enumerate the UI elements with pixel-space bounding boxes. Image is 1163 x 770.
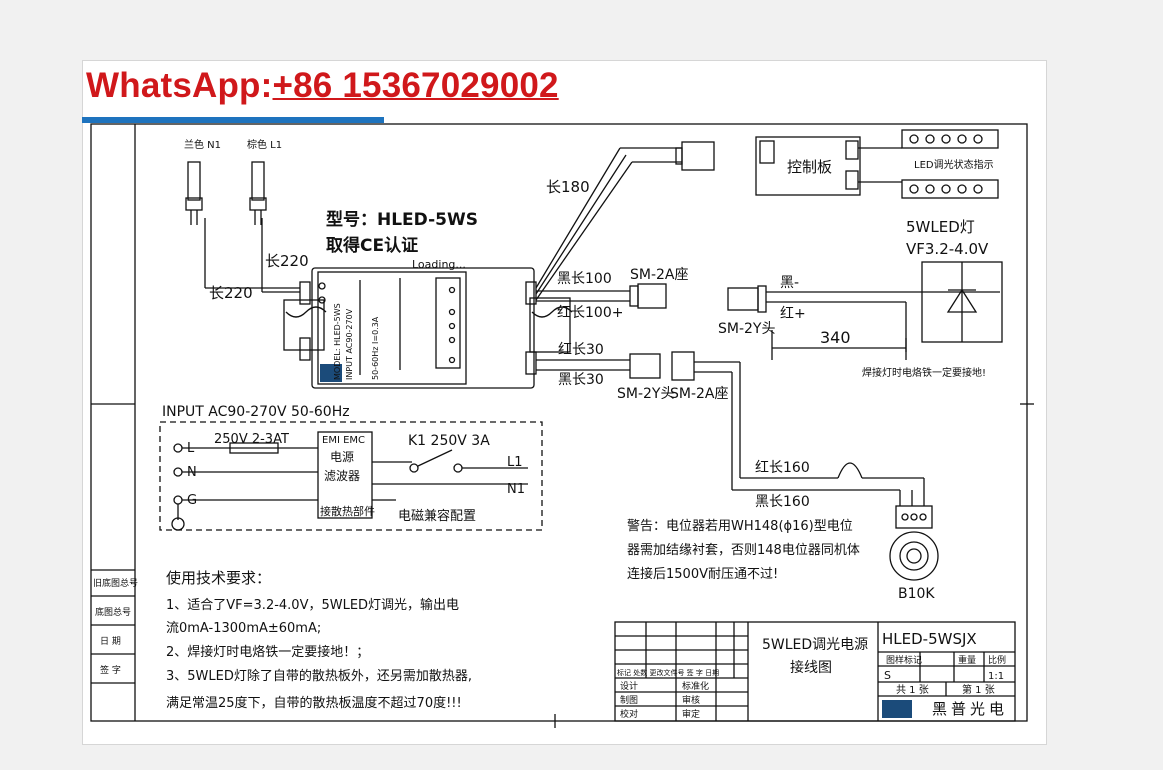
sm2y-bottom-label: SM-2Y头 [617, 386, 674, 402]
requirement-2: 2、焊接灯时电烙铁一定要接地！； [166, 644, 369, 660]
led-positive-label: 红+ [780, 306, 806, 322]
black30-label: 黑长30 [558, 372, 604, 388]
pot-label: B10K [898, 586, 935, 602]
drawing-code: HLED-5WSJX [882, 630, 977, 648]
company-name: 黑普光电 [932, 700, 1008, 718]
input-g: G [187, 493, 197, 508]
input-l: L [187, 441, 195, 456]
driver-module [283, 267, 573, 389]
wire-n1-label: 兰色 N1 [184, 138, 221, 151]
emi-line1: EMI EMC [322, 435, 365, 446]
sheets-total: 共 1 张 [896, 684, 929, 696]
model-label: 型号：HLED-5WS [326, 209, 478, 230]
hdr-scale: 比例 [988, 654, 1006, 666]
black160-label: 黑长160 [755, 494, 810, 510]
input-title: INPUT AC90-270V 50-60Hz [162, 404, 350, 420]
sm2a-top-label: SM-2A座 [630, 267, 689, 283]
ratio-value: 1:1 [988, 671, 1004, 682]
title-line1: 5WLED调光电源 [762, 637, 868, 653]
driver-input-text: INPUT AC90-270V [345, 308, 354, 380]
sm2a-bottom-label: SM-2A座 [670, 386, 729, 402]
ce-label: 取得CE认证 [326, 235, 418, 256]
requirement-3b: 满足常温25度下，自带的散热板温度不超过70度!!! [166, 695, 462, 711]
terminal-l1 [249, 161, 300, 293]
whatsapp-number[interactable]: +86 15367029002 [272, 66, 559, 105]
len180-label: 长180 [546, 178, 590, 196]
drawing-sheet [82, 60, 1047, 745]
sheet-number: 第 1 张 [962, 683, 995, 696]
emi-line3: 滤波器 [324, 469, 360, 483]
side-label-2: 日 期 [100, 636, 121, 647]
red30-label: 红长30 [558, 342, 604, 358]
output-wires [535, 141, 925, 506]
solder-note: 焊接灯时电烙铁一定要接地! [862, 366, 986, 379]
output-n1: N1 [507, 482, 525, 497]
wire-l1-label: 棕色 L1 [247, 138, 282, 151]
warning-line2: 器需加结缘衬套，否则148电位器同机体 [627, 542, 860, 558]
title-block [614, 621, 1016, 722]
output-l1: L1 [507, 455, 523, 470]
tb-design: 设计 [620, 680, 638, 692]
side-label-1: 底图总号 [95, 606, 131, 618]
side-label-0: 旧底图总号 [93, 577, 138, 589]
warning-line3: 连接后1500V耐压通不过! [627, 566, 778, 582]
heatsink-label: 接散热部件 [320, 504, 375, 518]
len220-left-label: 长220 [209, 284, 253, 302]
side-label-3: 签 字 [100, 664, 121, 676]
driver-model-text: MODEL: HLED-5WS [333, 303, 342, 380]
switch-label: K1 250V 3A [408, 433, 490, 449]
potentiometer [889, 505, 939, 581]
warning-line1: 警告：电位器若用WH148(ϕ16)型电位 [627, 518, 853, 534]
whatsapp-prefix: WhatsApp: [86, 66, 273, 105]
tb-check: 校对 [620, 708, 638, 720]
tb-standard: 标准化 [682, 680, 709, 692]
revision-row: 标记 处数 更改文件号 签 字 日期 [617, 668, 719, 677]
input-schematic [159, 421, 543, 531]
stage-value: S [884, 669, 891, 682]
control-board-label: 控制板 [787, 158, 832, 176]
requirement-1a: 1、适合了VF=3.2-4.0V，5WLED灯调光，输出电 [166, 597, 459, 613]
led-vf-label: VF3.2-4.0V [906, 240, 989, 258]
red100-label: 红长100+ [557, 305, 623, 321]
requirement-1b: 流0mA-1300mA±60mA; [166, 621, 321, 636]
led-circuit [727, 261, 1003, 360]
fuse-label: 250V 2-3AT [214, 432, 289, 447]
emi-line2: 电源 [330, 450, 354, 464]
requirements-title: 使用技术要求： [166, 569, 271, 587]
tb-draw: 制图 [620, 694, 638, 706]
tb-review: 审核 [682, 694, 700, 706]
whatsapp-banner[interactable]: WhatsApp:+86 15367029002 [86, 66, 559, 106]
requirement-3a: 3、5WLED灯除了自带的散热板外，还另需加散热器, [166, 668, 472, 684]
led-negative-label: 黑- [780, 275, 799, 291]
led-title-label: 5WLED灯 [906, 218, 975, 236]
hdr-stage: 图样标记 [886, 654, 922, 666]
tb-approve: 审定 [682, 708, 700, 720]
black100-label: 黑长100 [557, 271, 612, 287]
control-board [755, 129, 999, 199]
dimension-340: 340 [820, 328, 851, 347]
drawing-frame [90, 123, 1034, 728]
sm2y-right-label: SM-2Y头 [718, 321, 775, 337]
len220-top-label: 长220 [265, 252, 309, 270]
loading-watermark: Loading... [412, 258, 466, 271]
terminal-n1 [185, 161, 300, 289]
banner-underline-bar [82, 117, 384, 123]
emc-config-label: 电磁兼容配置 [398, 508, 476, 524]
red160-label: 红长160 [755, 460, 810, 476]
indicator-label: LED调光状态指示 [914, 158, 994, 171]
hdr-weight: 重量 [958, 654, 976, 666]
title-line2: 接线图 [790, 659, 832, 676]
driver-freq-text: 50-60Hz I=0.3A [371, 316, 380, 380]
input-n: N [187, 465, 197, 480]
